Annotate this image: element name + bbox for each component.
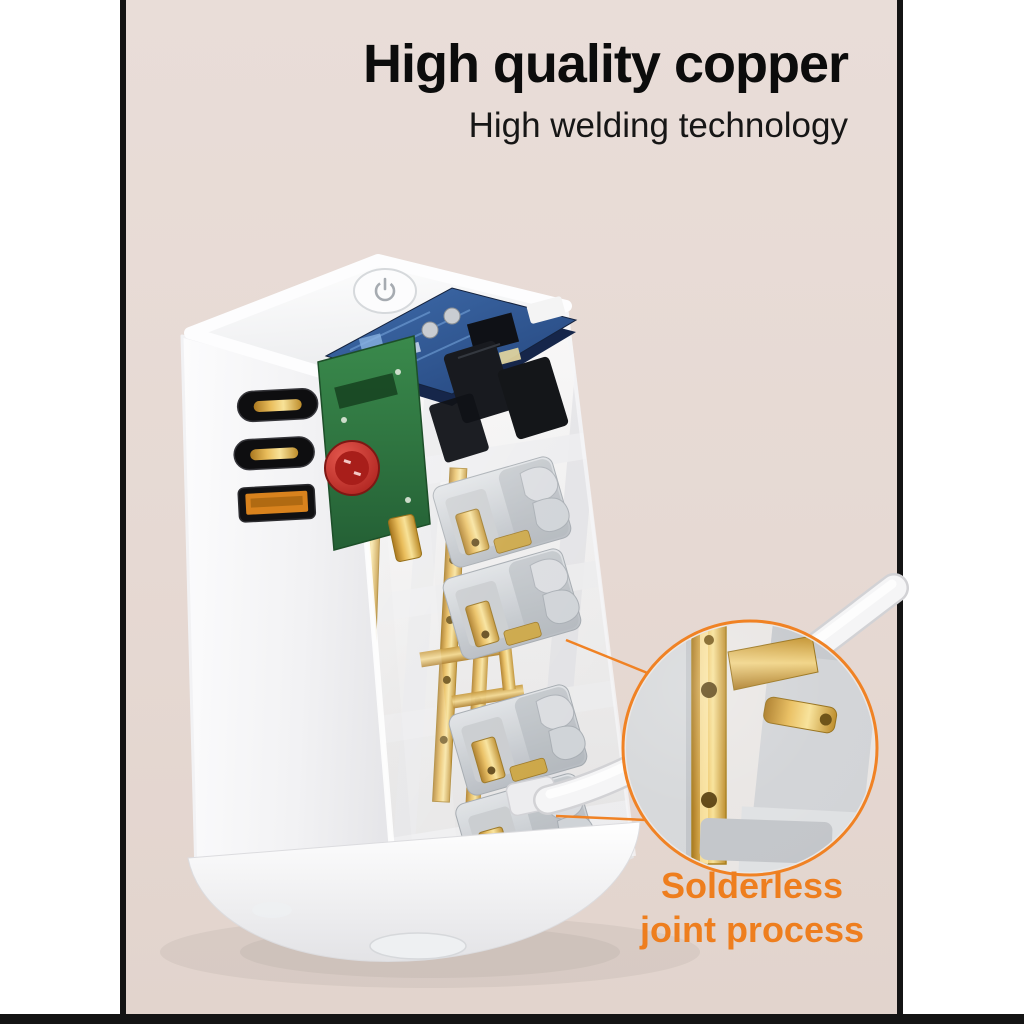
power-icon [374, 277, 396, 302]
bottom-frame-bar [0, 1014, 1024, 1024]
header-text: High quality copper High welding technol… [362, 34, 849, 146]
device-base [187, 821, 641, 962]
power-button [353, 268, 417, 314]
relay-blocks [429, 340, 569, 463]
usb-a-port [237, 483, 317, 523]
leader-line-top [565, 638, 651, 676]
tower-top-face [184, 254, 572, 388]
usb-c-port-1 [236, 388, 319, 423]
usb-c-port-2 [233, 436, 315, 471]
leader-line-bottom [555, 814, 647, 822]
magnifier-content [626, 624, 874, 872]
breaker-button [324, 440, 380, 496]
port-cluster [233, 388, 319, 523]
main-heading: High quality copper [362, 34, 849, 94]
sub-heading: High welding technology [468, 105, 848, 145]
magnifier-circle [621, 619, 879, 877]
circuit-board-green [317, 335, 431, 562]
base-foot-indent [369, 932, 467, 960]
copper-terminal [387, 514, 423, 562]
callout-line-1: Solderless [660, 865, 844, 906]
callout-line-2: joint process [639, 908, 865, 950]
callout-label: Solderless joint process [612, 864, 892, 952]
